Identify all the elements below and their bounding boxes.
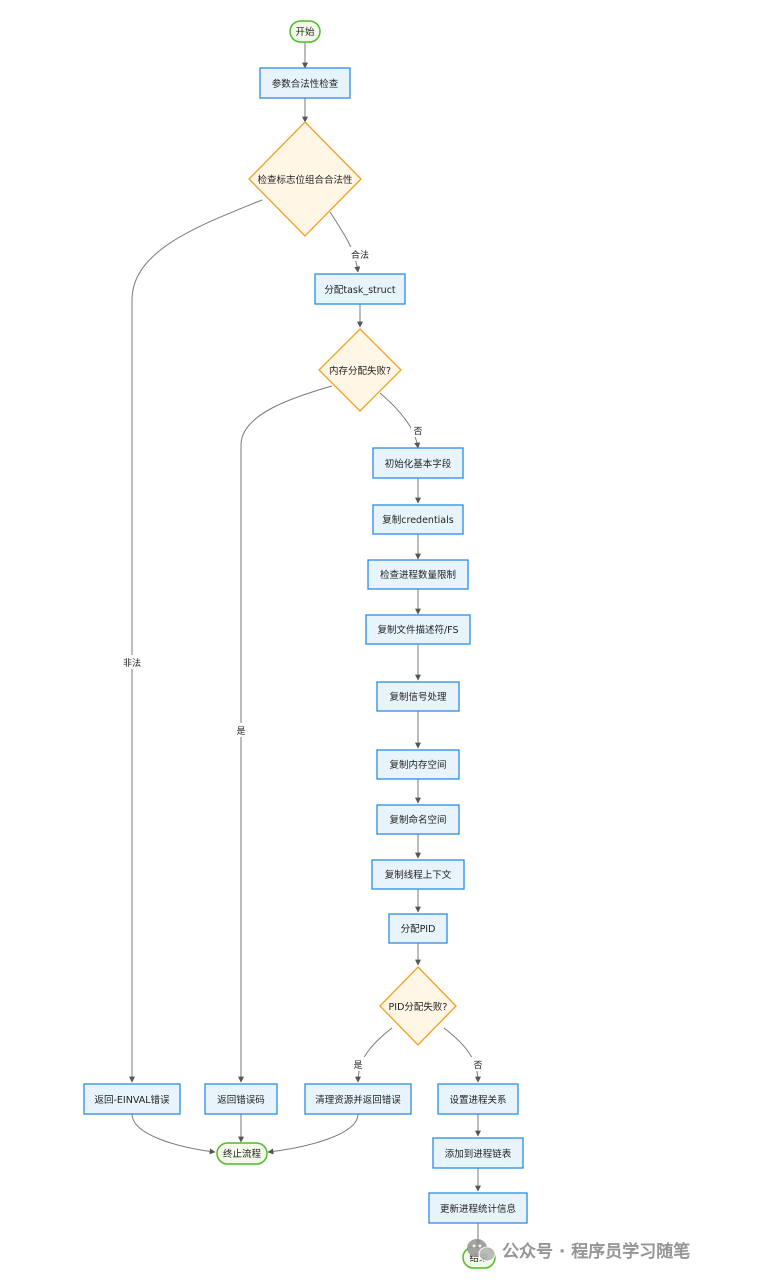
- edge-mem-fail-to-ret-err: [238, 385, 333, 1083]
- node-set-relation: 设置进程关系: [437, 1083, 519, 1115]
- node-alloc-pid-label: 分配PID: [401, 924, 436, 935]
- node-pid-fail: PID分配失败?: [379, 966, 457, 1046]
- node-copy-thread-label: 复制线程上下文: [385, 869, 452, 881]
- node-copy-fs: 复制文件描述符/FS: [365, 614, 471, 645]
- node-abort-label: 终止流程: [223, 1148, 262, 1160]
- wechat-icon: [467, 1239, 496, 1262]
- node-copy-mm-label: 复制内存空间: [389, 759, 446, 771]
- edges: [129, 42, 481, 1246]
- nodes: 开始 参数合法性检查 检查标志位组合合法性 分配task_struct 内存分配…: [83, 20, 528, 1269]
- node-add-list-label: 添加到进程链表: [445, 1148, 512, 1160]
- node-pid-fail-label: PID分配失败?: [389, 1001, 448, 1013]
- node-copy-signal-label: 复制信号处理: [389, 691, 447, 703]
- edge-ret-einval-to-abort: [131, 1113, 216, 1155]
- node-copy-mm: 复制内存空间: [376, 749, 460, 780]
- node-ret-err: 返回错误码: [204, 1083, 278, 1115]
- edge-labels: 合法 非法 是 否 是 否: [122, 247, 485, 1071]
- node-update-stats: 更新进程统计信息: [428, 1192, 528, 1224]
- node-copy-fs-label: 复制文件描述符/FS: [377, 624, 458, 636]
- edge-label-no-pid: 否: [473, 1060, 482, 1071]
- node-cleanup-label: 清理资源并返回错误: [315, 1094, 401, 1106]
- node-ret-einval-label: 返回-EINVAL错误: [94, 1094, 170, 1106]
- edge-check-flags-to-ret-einval: [129, 199, 263, 1083]
- node-ret-err-label: 返回错误码: [217, 1094, 265, 1106]
- node-check-proc-limit-label: 检查进程数量限制: [380, 569, 456, 581]
- node-init-fields: 初始化基本字段: [372, 447, 464, 479]
- edge-mem-fail-to-init-fields: [379, 392, 421, 449]
- node-copy-cred-label: 复制credentials: [382, 514, 453, 526]
- node-copy-cred: 复制credentials: [372, 504, 464, 535]
- node-check-proc-limit: 检查进程数量限制: [367, 559, 469, 590]
- node-alloc-task-label: 分配task_struct: [324, 285, 396, 296]
- edge-pid-fail-to-cleanup: [355, 1027, 393, 1083]
- edge-pid-fail-to-set-relation: [443, 1027, 481, 1083]
- node-alloc-pid: 分配PID: [388, 913, 448, 944]
- node-start: 开始: [289, 20, 321, 43]
- node-copy-thread: 复制线程上下文: [371, 859, 465, 890]
- node-ret-einval: 返回-EINVAL错误: [83, 1083, 181, 1115]
- node-check-params: 参数合法性检查: [259, 67, 351, 99]
- node-mem-fail: 内存分配失败?: [318, 328, 402, 412]
- node-abort: 终止流程: [216, 1142, 268, 1165]
- edge-cleanup-to-abort: [267, 1113, 359, 1155]
- edge-label-legal: 合法: [351, 249, 369, 261]
- node-copy-ns: 复制命名空间: [376, 804, 460, 835]
- edge-label-no-mem: 否: [413, 426, 422, 437]
- node-init-fields-label: 初始化基本字段: [385, 458, 452, 470]
- node-mem-fail-label: 内存分配失败?: [329, 365, 391, 377]
- edge-check-flags-to-alloc-task: [329, 211, 361, 273]
- node-set-relation-label: 设置进程关系: [449, 1094, 506, 1106]
- watermark-text: 公众号 · 程序员学习随笔: [502, 1241, 690, 1262]
- node-check-flags: 检查标志位组合合法性: [248, 121, 362, 237]
- node-check-flags-label: 检查标志位组合合法性: [257, 174, 353, 186]
- edge-label-illegal: 非法: [123, 657, 141, 669]
- edge-label-yes-mem: 是: [236, 726, 245, 737]
- node-add-list: 添加到进程链表: [432, 1137, 524, 1169]
- edge-label-yes-pid: 是: [353, 1060, 362, 1071]
- node-copy-signal: 复制信号处理: [376, 681, 460, 712]
- node-start-label: 开始: [295, 26, 315, 38]
- node-alloc-task: 分配task_struct: [314, 273, 406, 305]
- watermark: 公众号 · 程序员学习随笔: [467, 1239, 690, 1262]
- node-check-params-label: 参数合法性检查: [272, 78, 339, 90]
- node-update-stats-label: 更新进程统计信息: [440, 1203, 516, 1215]
- node-copy-ns-label: 复制命名空间: [389, 814, 446, 826]
- node-cleanup: 清理资源并返回错误: [304, 1083, 412, 1115]
